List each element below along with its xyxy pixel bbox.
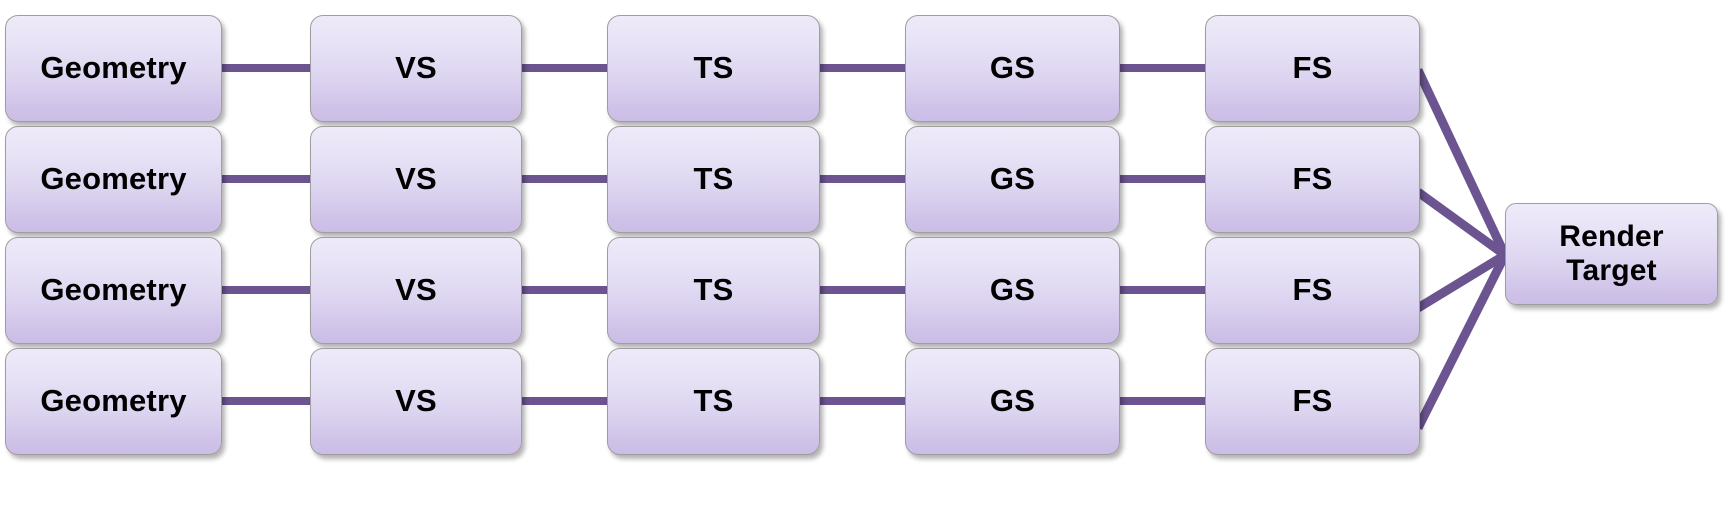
fan-in-line-lane-4 [1413,252,1510,431]
node-label: TS [693,383,734,419]
node-fs-lane-3[interactable]: FS [1205,237,1420,344]
node-label: FS [1292,383,1333,419]
node-gs-lane-3[interactable]: GS [905,237,1120,344]
node-vs-lane-3[interactable]: VS [310,237,522,344]
node-render-target[interactable]: Render Target [1505,203,1718,305]
node-ts-lane-1[interactable]: TS [607,15,820,122]
node-geometry-lane-1[interactable]: Geometry [5,15,222,122]
node-label: FS [1292,50,1333,86]
node-ts-lane-4[interactable]: TS [607,348,820,455]
lane-connector-group [222,64,1205,405]
fan-in-line-lane-1 [1413,68,1510,257]
node-label: TS [693,272,734,308]
node-label: TS [693,161,734,197]
node-label: GS [989,272,1036,308]
node-geometry-lane-2[interactable]: Geometry [5,126,222,233]
node-label: VS [395,161,437,197]
node-gs-lane-1[interactable]: GS [905,15,1120,122]
node-label: Geometry [40,383,187,419]
node-gs-lane-2[interactable]: GS [905,126,1120,233]
fan-in-line-lane-3 [1415,251,1508,312]
node-label: GS [989,50,1036,86]
node-ts-lane-2[interactable]: TS [607,126,820,233]
node-label: VS [395,272,437,308]
node-fs-lane-1[interactable]: FS [1205,15,1420,122]
node-fs-lane-4[interactable]: FS [1205,348,1420,455]
node-label: VS [395,50,437,86]
node-ts-lane-3[interactable]: TS [607,237,820,344]
fan-in-connector-group [1413,68,1510,431]
node-vs-lane-1[interactable]: VS [310,15,522,122]
fan-in-line-lane-2 [1415,188,1508,259]
node-label: GS [989,161,1036,197]
node-label: Geometry [40,50,187,86]
node-label: Geometry [40,272,187,308]
node-label: VS [395,383,437,419]
node-gs-lane-4[interactable]: GS [905,348,1120,455]
node-label: TS [693,50,734,86]
node-geometry-lane-3[interactable]: Geometry [5,237,222,344]
node-vs-lane-2[interactable]: VS [310,126,522,233]
node-label: GS [989,383,1036,419]
node-label: FS [1292,272,1333,308]
node-label: Geometry [40,161,187,197]
node-geometry-lane-4[interactable]: Geometry [5,348,222,455]
node-fs-lane-2[interactable]: FS [1205,126,1420,233]
node-label: Render Target [1559,220,1664,287]
node-label: FS [1292,161,1333,197]
node-vs-lane-4[interactable]: VS [310,348,522,455]
